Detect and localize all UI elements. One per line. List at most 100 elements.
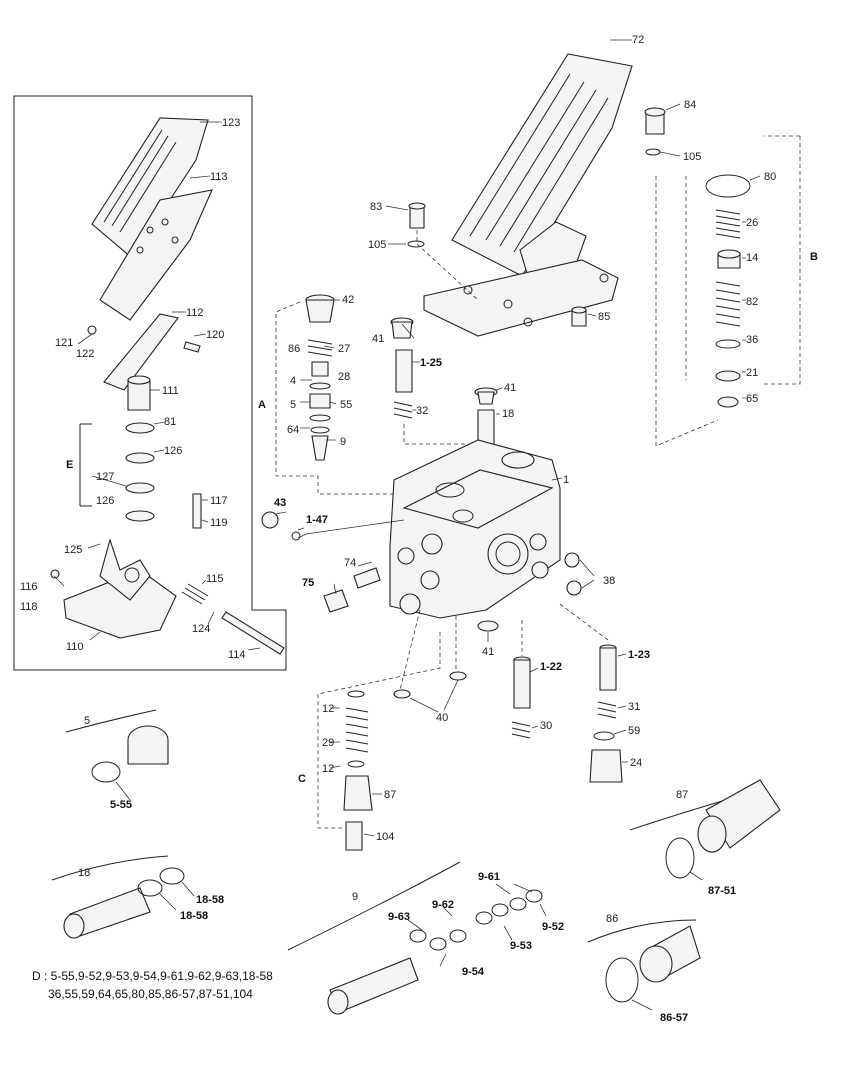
detail-87	[629, 779, 781, 881]
label-126b: 126	[96, 495, 114, 507]
spring-stack-b	[655, 135, 801, 447]
seal-kit-note: D : 5-55,9-52,9-53,9-54,9-61,9-62,9-63,1…	[32, 969, 273, 1001]
label-5: 5	[290, 399, 296, 411]
label-122: 122	[76, 348, 94, 360]
label-105a: 105	[683, 151, 701, 163]
label-55: 55	[340, 399, 352, 411]
label-117: 117	[210, 495, 228, 507]
label-14: 14	[746, 252, 758, 264]
label-9-54: 9-54	[462, 966, 485, 978]
label-9-63: 9-63	[388, 911, 410, 923]
label-18: 18	[502, 408, 514, 420]
label-28: 28	[338, 371, 350, 383]
label-87: 87	[384, 789, 396, 801]
label-40: 40	[436, 712, 448, 724]
label-125: 125	[64, 544, 82, 556]
label-1: 1	[563, 474, 569, 486]
label-80: 80	[764, 171, 776, 183]
detail-18	[51, 855, 195, 939]
label-41a: 41	[372, 333, 384, 345]
label-24: 24	[630, 757, 642, 769]
label-5-55: 5-55	[110, 799, 132, 811]
valve-body-1	[389, 439, 563, 619]
detail-86	[587, 919, 701, 1011]
label-87-51: 87-51	[708, 885, 736, 897]
label-119: 119	[210, 517, 228, 529]
label-59: 59	[628, 725, 640, 737]
label-d9: 9	[352, 891, 358, 903]
label-a: A	[258, 399, 266, 411]
label-41c: 41	[482, 646, 494, 658]
label-27: 27	[338, 343, 350, 355]
label-41b: 41	[504, 382, 516, 394]
label-120: 120	[206, 329, 224, 341]
seal-kit-note-line1: D : 5-55,9-52,9-53,9-54,9-61,9-62,9-63,1…	[32, 969, 273, 983]
label-72: 72	[632, 34, 644, 46]
label-1-22: 1-22	[540, 661, 562, 673]
screw-83	[385, 202, 479, 301]
relief-stack-c	[317, 632, 441, 851]
label-c: C	[298, 773, 306, 785]
label-d18: 18	[78, 867, 90, 879]
label-d5: 5	[84, 715, 90, 727]
label-65: 65	[746, 393, 758, 405]
label-1-23: 1-23	[628, 649, 650, 661]
label-104: 104	[376, 831, 394, 843]
label-113: 113	[210, 171, 228, 183]
label-110: 110	[66, 641, 84, 653]
seal-kit-note-line2: 36,55,59,64,65,80,85,86-57,87-51,104	[48, 987, 253, 1001]
label-12b: 12	[322, 763, 334, 775]
label-4: 4	[290, 375, 296, 387]
label-42: 42	[342, 294, 354, 306]
label-127: 127	[96, 471, 114, 483]
label-9: 9	[340, 436, 346, 448]
label-115: 115	[206, 573, 224, 585]
label-e: E	[66, 459, 73, 471]
label-118: 118	[20, 601, 38, 613]
label-81: 81	[164, 416, 176, 428]
label-74: 74	[344, 557, 356, 569]
label-d86: 86	[606, 913, 618, 925]
spool-1-22	[511, 620, 539, 739]
label-1-25: 1-25	[420, 357, 442, 369]
detail-5	[65, 709, 169, 801]
spool-stack-a	[275, 294, 404, 495]
label-18-58a: 18-58	[196, 894, 224, 906]
label-30: 30	[540, 720, 552, 732]
label-18-58b: 18-58	[180, 910, 208, 922]
label-86: 86	[288, 343, 300, 355]
spool-1-25	[390, 317, 465, 470]
label-75: 75	[302, 577, 314, 589]
label-26: 26	[746, 217, 758, 229]
label-123: 123	[222, 117, 240, 129]
label-43: 43	[274, 497, 286, 509]
label-38: 38	[603, 575, 615, 587]
label-32: 32	[416, 405, 428, 417]
label-85: 85	[598, 311, 610, 323]
main-pedal-72	[423, 39, 633, 337]
fittings-left	[261, 511, 595, 642]
plug-85	[571, 306, 597, 327]
label-83: 83	[370, 201, 382, 213]
callout-labels: 72 84 105 80 26 14 B 82 36 21 65 83 105 …	[20, 34, 818, 1024]
label-29: 29	[322, 737, 334, 749]
label-121: 121	[55, 337, 73, 349]
label-b: B	[810, 251, 818, 263]
plugs-40	[393, 609, 467, 713]
label-124: 124	[192, 623, 210, 635]
label-116: 116	[20, 581, 38, 593]
detail-9	[287, 861, 547, 1015]
label-31: 31	[628, 701, 640, 713]
label-36: 36	[746, 334, 758, 346]
label-112: 112	[186, 307, 204, 319]
label-82: 82	[746, 296, 758, 308]
label-105b: 105	[368, 239, 386, 251]
label-64: 64	[287, 424, 299, 436]
label-21: 21	[746, 367, 758, 379]
label-9-53: 9-53	[510, 940, 532, 952]
label-9-52: 9-52	[542, 921, 564, 933]
label-114: 114	[228, 649, 246, 661]
label-d87: 87	[676, 789, 688, 801]
spool-1-23	[559, 603, 628, 783]
